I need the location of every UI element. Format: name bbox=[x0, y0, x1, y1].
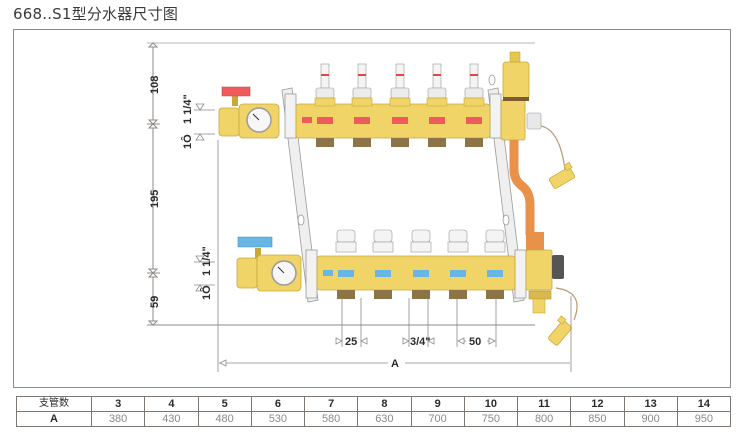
air-vent-icon bbox=[502, 61, 530, 99]
outlet-count-cell: 14 bbox=[676, 396, 732, 412]
blue-valve-handle-icon bbox=[237, 236, 273, 248]
outlet-count-cell: 7 bbox=[303, 396, 359, 412]
outlet-count-cell: 8 bbox=[357, 396, 412, 412]
fill-valve-icon bbox=[526, 232, 544, 250]
dimension-total-length: A bbox=[391, 358, 399, 370]
row-header-length: A bbox=[16, 411, 92, 427]
wall-bracket-right bbox=[487, 74, 525, 303]
flowmeter-icon bbox=[463, 63, 485, 147]
return-valve-icon bbox=[372, 229, 394, 299]
flowmeter-icon bbox=[389, 63, 411, 147]
handle-icon bbox=[552, 255, 564, 279]
dimension-outlet-thread: 3/4" bbox=[410, 336, 431, 348]
dimension-outlet-spacing: 50 bbox=[469, 336, 481, 348]
flowmeter-icon bbox=[351, 63, 373, 147]
inlet-dimension-bottom bbox=[194, 255, 215, 292]
drawing-frame bbox=[13, 29, 731, 388]
length-cell: 530 bbox=[250, 411, 306, 427]
outlet-count-cell: 5 bbox=[197, 396, 252, 412]
flowmeter-icon bbox=[426, 63, 448, 147]
outlet-count-cell: 3 bbox=[90, 396, 146, 412]
length-cell: 750 bbox=[463, 411, 519, 427]
flowmeter-icon bbox=[314, 63, 336, 147]
length-cell: 380 bbox=[90, 411, 146, 427]
length-cell: 800 bbox=[516, 411, 572, 427]
outlet-count-cell: 4 bbox=[144, 396, 199, 412]
red-valve-handle-icon bbox=[221, 86, 251, 97]
outlet-count-cell: 6 bbox=[250, 396, 306, 412]
return-valve-icon bbox=[335, 229, 357, 299]
dimension-outlet-offset: 25 bbox=[345, 336, 357, 348]
page-title: 668..S1型分水器尺寸图 bbox=[13, 5, 179, 23]
outlet-count-cell: 13 bbox=[623, 396, 678, 412]
outlet-count-cell: 11 bbox=[516, 396, 572, 412]
drain-cap-icon bbox=[548, 315, 572, 346]
length-cell: 630 bbox=[357, 411, 412, 427]
inlet-size-bottom: 1 1/4" bbox=[201, 246, 213, 276]
dimension-top-height: 108 bbox=[149, 76, 161, 94]
outlet-count-cell: 10 bbox=[463, 396, 519, 412]
rotate-mark-top: 1Ô bbox=[181, 134, 194, 149]
drain-cap-icon bbox=[548, 161, 576, 189]
return-valve-icon bbox=[484, 229, 506, 299]
outlet-count-cell: 12 bbox=[570, 396, 625, 412]
length-cell: 850 bbox=[570, 411, 625, 427]
inlet-size-top: 1 1/4" bbox=[182, 94, 194, 124]
rotate-mark-bottom: 1Ô bbox=[200, 285, 213, 300]
return-valves bbox=[335, 229, 506, 299]
length-cell: 700 bbox=[410, 411, 465, 427]
length-cell: 950 bbox=[676, 411, 732, 427]
return-valve-icon bbox=[447, 229, 469, 299]
dimension-bottom-height: 59 bbox=[149, 296, 161, 308]
return-manifold bbox=[236, 232, 578, 346]
outlet-count-cell: 9 bbox=[410, 396, 465, 412]
return-valve-icon bbox=[410, 229, 432, 299]
vertical-dimension bbox=[147, 42, 535, 326]
dimension-middle-height: 195 bbox=[149, 190, 161, 208]
horizontal-dimensions bbox=[219, 296, 572, 372]
row-header-outlets: 支管数 bbox=[16, 396, 92, 412]
length-cell: 900 bbox=[623, 411, 678, 427]
inlet-dimension-top bbox=[194, 103, 219, 372]
wall-bracket-left bbox=[281, 87, 319, 303]
supply-flowmeters bbox=[314, 63, 485, 147]
length-cell: 480 bbox=[197, 411, 252, 427]
length-cell: 580 bbox=[303, 411, 359, 427]
length-cell: 430 bbox=[144, 411, 199, 427]
